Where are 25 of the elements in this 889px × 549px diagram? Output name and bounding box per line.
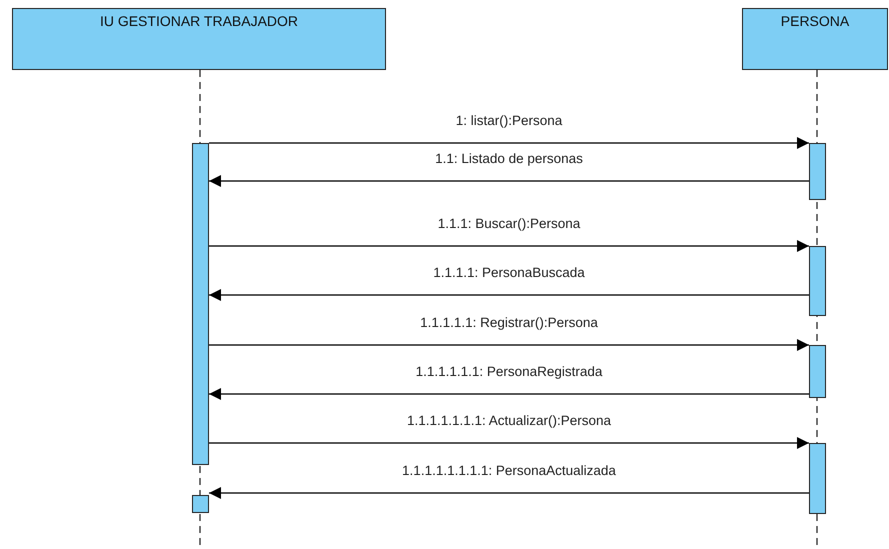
message-arrow — [209, 175, 809, 187]
message-arrow — [209, 437, 809, 449]
message-label: 1.1.1.1.1: Registrar():Persona — [418, 315, 600, 330]
message-arrow — [209, 137, 809, 149]
message-label: 1: listar():Persona — [454, 113, 564, 128]
lifeline-head-box — [12, 8, 386, 70]
message-label: 1.1.1.1.1.1: PersonaRegistrada — [414, 364, 604, 379]
message-label: 1.1.1.1: PersonaBuscada — [431, 265, 587, 280]
message-label: 1.1: Listado de personas — [433, 151, 585, 166]
activation-bar — [809, 246, 826, 316]
message-label: 1.1.1: Buscar():Persona — [436, 216, 582, 231]
message-arrow — [209, 289, 809, 301]
activation-bar — [809, 143, 826, 200]
activation-bar — [192, 495, 209, 513]
participant-name: IU GESTIONAR TRABAJADOR — [100, 13, 298, 29]
message-arrow — [209, 240, 809, 252]
participant-name: PERSONA — [780, 13, 850, 29]
activation-bar — [809, 443, 826, 514]
lifeline-head-box — [742, 8, 888, 70]
message-arrow — [209, 487, 809, 499]
activation-bar — [809, 345, 826, 398]
activation-bar — [192, 143, 209, 465]
message-arrow — [209, 339, 809, 351]
message-arrow — [209, 388, 809, 400]
message-label: 1.1.1.1.1.1.1.1: PersonaActualizada — [400, 463, 618, 478]
